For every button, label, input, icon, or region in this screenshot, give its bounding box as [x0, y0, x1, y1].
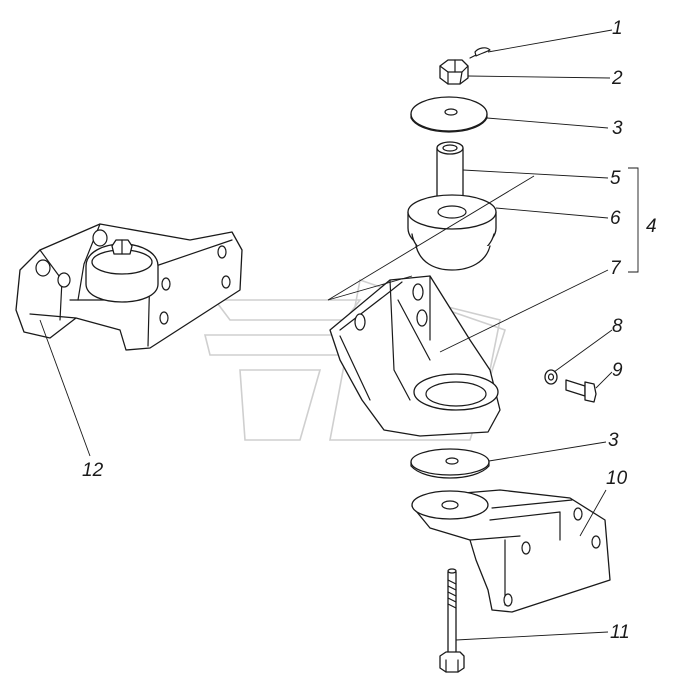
- label-8: 8: [612, 316, 623, 337]
- label-6: 6: [610, 208, 621, 229]
- label-10: 10: [606, 468, 628, 489]
- part-2-castle-nut: [439, 59, 469, 85]
- leader-lines: [39, 29, 613, 641]
- label-3-bottom: 3: [608, 430, 619, 451]
- label-12: 12: [82, 460, 104, 481]
- label-4: 4: [646, 216, 657, 237]
- part-3-washer-bottom: [410, 448, 490, 479]
- label-1: 1: [612, 18, 623, 39]
- label-2: 2: [611, 68, 623, 89]
- label-11: 11: [610, 622, 630, 643]
- label-9: 9: [612, 360, 623, 381]
- part-3-washer-top: [410, 96, 488, 133]
- part-11-long-bolt: [439, 568, 465, 673]
- label-3-top: 3: [612, 118, 623, 139]
- part-12-assembled-mount: [15, 223, 243, 351]
- group-4-bracket: [628, 167, 639, 273]
- label-7: 7: [610, 258, 622, 279]
- label-5: 5: [610, 168, 621, 189]
- part-7-bracket: [329, 275, 501, 437]
- callout-labels: 1 2 3 4 5 6 7 8 9 3 10 11 12: [82, 18, 657, 643]
- part-1-cotter-pin: [469, 47, 491, 59]
- part-9-bolt: [565, 379, 597, 403]
- part-6-cushion: [407, 194, 497, 271]
- part-8-lock-washer: [544, 369, 558, 385]
- part-10-lower-bracket: [411, 489, 611, 613]
